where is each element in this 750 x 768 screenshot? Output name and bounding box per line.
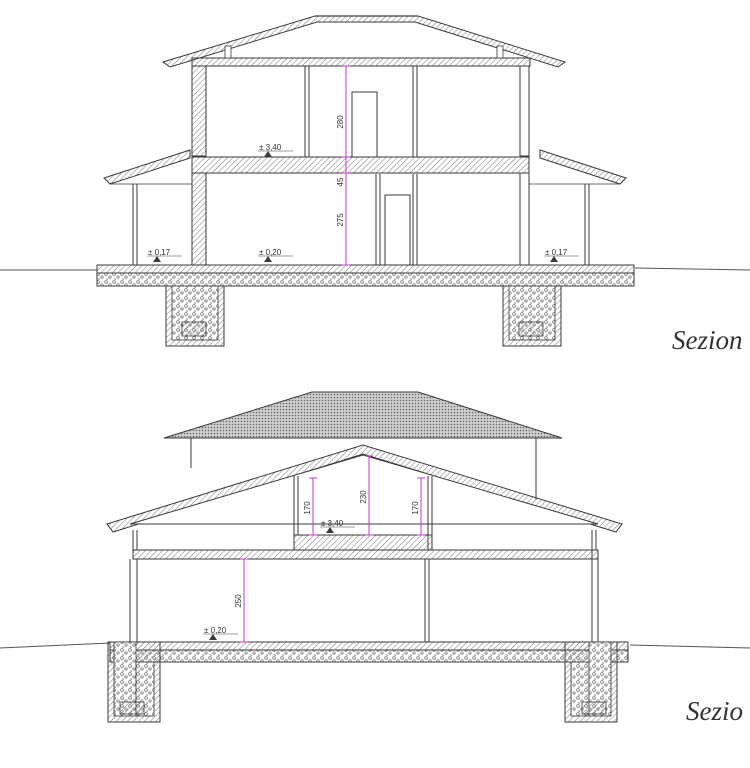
door-upper <box>351 91 378 158</box>
door-ground <box>384 194 411 266</box>
attic-slab <box>132 530 599 560</box>
porch-left <box>103 149 192 265</box>
level-marker-porch-left <box>147 255 182 262</box>
foundation-left-2 <box>107 641 161 723</box>
floor-slab <box>191 156 530 174</box>
foundation-left <box>165 285 225 347</box>
foundation-right-2 <box>564 641 618 723</box>
dim-attic-right: 170 <box>411 501 420 515</box>
dim-slab: 45 <box>336 177 345 186</box>
walls-2 <box>129 559 599 642</box>
terrain-line-2 <box>0 642 750 649</box>
level-marker-porch-right <box>544 255 579 262</box>
section-2: 170 230 170 250 ± 3,40 ± 0,20 Sezio <box>0 391 750 726</box>
section-2-title: Sezio <box>686 696 743 726</box>
level-label-ground: ± 0,20 <box>259 248 282 257</box>
level-label-porch-left: ± 0,17 <box>148 248 171 257</box>
ground-slab <box>96 264 635 287</box>
level-label-ground-2: ± 0,20 <box>204 626 227 635</box>
dim-attic-left: 170 <box>303 501 312 515</box>
gable-roof <box>106 444 623 533</box>
ground-slab-2 <box>109 641 629 663</box>
level-marker-upper <box>258 150 293 157</box>
level-marker-attic <box>320 526 355 533</box>
foundation-right <box>502 285 562 347</box>
walls <box>191 65 530 266</box>
terrain-line <box>0 267 750 271</box>
section-1-title: Sezion <box>672 325 743 355</box>
level-marker-ground <box>258 255 293 262</box>
background-roof <box>163 391 563 500</box>
dim-upper-height: 280 <box>336 115 345 129</box>
level-marker-ground-2 <box>203 633 238 640</box>
level-label-porch-right: ± 0,17 <box>545 248 568 257</box>
dimension-line-attic-right <box>417 477 425 536</box>
dim-ground-height: 275 <box>336 213 345 227</box>
dim-ground-height-2: 250 <box>234 594 243 608</box>
porch-right <box>529 149 627 265</box>
section-1: 280 45 275 ± 3,40 ± 0,20 ± 0,17 ± 0,17 S… <box>0 15 750 355</box>
dimension-line-1 <box>342 65 350 266</box>
dimension-line-attic-left <box>309 477 317 536</box>
dim-attic-center: 230 <box>359 490 368 504</box>
level-label-attic: ± 3,40 <box>321 519 344 528</box>
dimension-line-attic-center <box>365 455 373 536</box>
level-label-upper: ± 3,40 <box>259 143 282 152</box>
main-roof <box>161 15 567 68</box>
dimension-line-ground-2 <box>240 558 248 643</box>
